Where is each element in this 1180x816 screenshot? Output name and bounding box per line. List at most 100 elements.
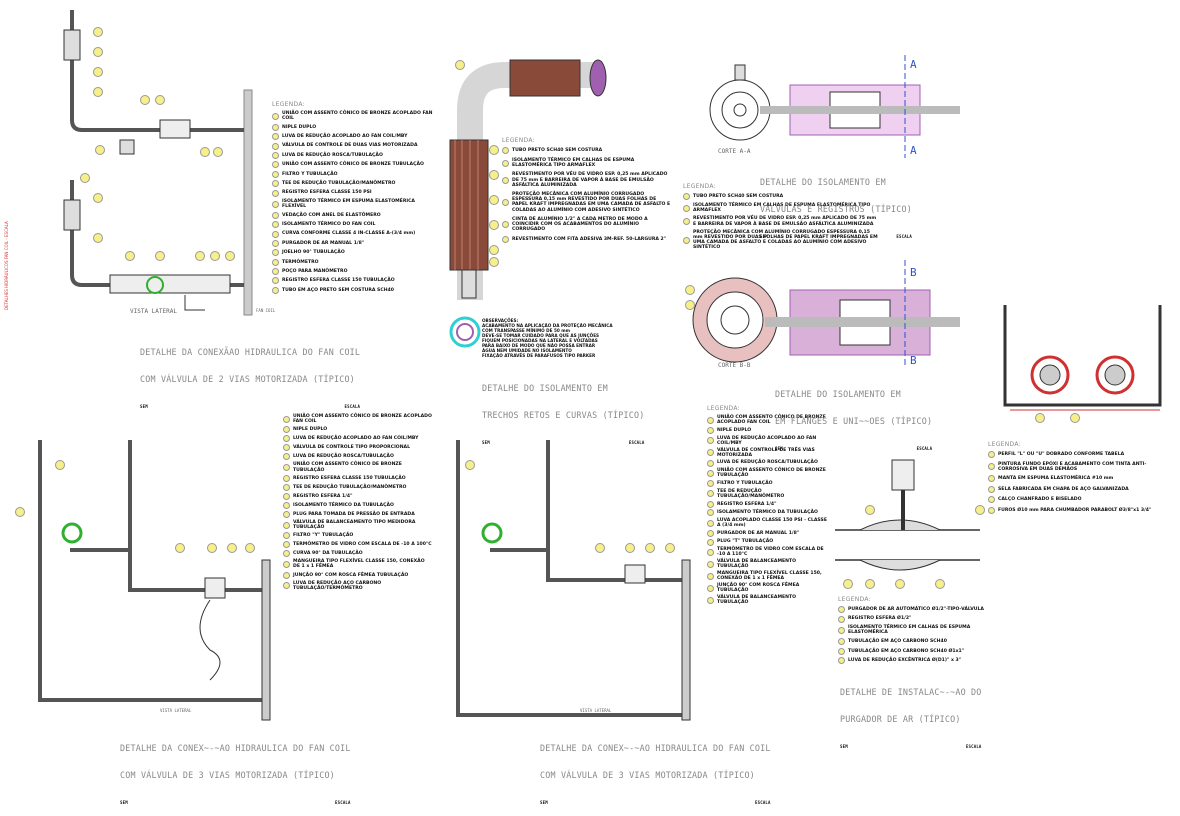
legend-item: FILTRO Y TUBULAÇÃO: [272, 170, 440, 178]
legend-item-text: POÇO PARA MANÔMETRO: [282, 268, 348, 274]
title-valves: DETALHE DO ISOLAMENTO EM VÁLVULAS E REGI…: [760, 160, 912, 250]
callout-bubble-icon: [175, 543, 185, 553]
callout-dot-icon: [272, 133, 279, 141]
legend-item: TERMÔMETRO DE VIDRO COM ESCALA DE -10 A …: [707, 547, 829, 557]
scale-none: SEM: [140, 404, 148, 409]
callout-dot-icon: [707, 560, 714, 568]
callout-bubble-icon: [93, 87, 103, 97]
air-vent-diagram: [835, 459, 980, 571]
legend-item-text: VEDAÇÃO COM ANEL DE ELASTÔMERO: [282, 212, 381, 218]
callout-bubble-icon: [227, 543, 237, 553]
callout-dot-icon: [272, 189, 279, 197]
title-line-2: PURGADOR DE AR (TÍPICO): [840, 714, 961, 724]
callout-dot-icon: [272, 258, 279, 266]
legend-item-text: LUVA DE REDUÇÃO ROSCA/TUBULAÇÃO: [717, 460, 818, 466]
callout-bubble-icon: [213, 147, 223, 157]
callout-dot-icon: [283, 532, 290, 540]
legend-item-text: CINTA DE ALUMÍNIO 1/2" A CADA METRO DE M…: [512, 216, 648, 233]
callout-dot-icon: [283, 415, 290, 423]
callout-dot-icon: [283, 426, 290, 434]
legend-item: ISOLAMENTO TÉRMICO EM CALHAS DE ESPUMA E…: [502, 158, 672, 168]
title-line-1: DETALHE DO ISOLAMENTO EM: [760, 177, 886, 187]
legend-item: PINTURA FUNDO EPÓXI E ACABAMENTO COM TIN…: [988, 462, 1173, 472]
callout-markers: [15, 27, 1080, 589]
callout-dot-icon: [707, 459, 714, 467]
callout-bubble-icon: [625, 543, 635, 553]
legend-item-text: FUROS Ø10 mm PARA CHUMBADOR PARABOLT Ø3/…: [998, 507, 1152, 513]
callout-bubble-icon: [200, 147, 210, 157]
legend-item: VÁLVULA DE BALANCEAMENTO TUBULAÇÃO: [707, 559, 829, 569]
callout-dot-icon: [272, 230, 279, 238]
flange-insulation-diagram: [692, 260, 960, 366]
callout-bubble-icon: [1070, 413, 1080, 423]
legend-item: TUBULAÇÃO EM AÇO CARBONO SCH40 Ø1x1": [838, 647, 1008, 655]
legend-item-text: REGISTRO ESFERA Ø1/2": [848, 616, 912, 622]
cad-drawing: [38, 10, 1162, 721]
callout-bubble-icon: [489, 245, 499, 255]
callout-bubble-icon: [489, 257, 499, 267]
legend-item-text: PROTEÇÃO MECÂNICA COM ALUMÍNIO CORRUGADO…: [693, 229, 878, 251]
legend-item: LUVA DE REDUÇÃO ACOPLADO AO FAN COIL/MBY: [283, 435, 433, 443]
legend-item-text: REGISTRO ESFERA 1/4": [717, 501, 777, 507]
legend-item: TERMÔMETRO DE VIDRO COM ESCALA DE -10 A …: [283, 541, 433, 549]
callout-dot-icon: [272, 268, 279, 276]
legend-item-text: UNIÃO COM ASSENTO CÔNICO DE BRONZE TUBUL…: [717, 468, 826, 479]
legend-item-text: TEE DE REDUÇÃO TUBULAÇÃO/MANÔMETRO: [282, 181, 396, 187]
legend-item: NIPLE DUPLO: [272, 123, 440, 131]
callout-bubble-icon: [140, 95, 150, 105]
legend-item: PROTEÇÃO MECÂNICA COM ALUMÍNIO CORRUGADO…: [683, 230, 878, 251]
legend-item-text: TERMÔMETRO DE VIDRO COM ESCALA DE -10 A …: [293, 542, 432, 548]
legend-item: REGISTRO ESFERA CLASSE 150 PSI: [272, 189, 440, 197]
legend-item-text: TERMÔMETRO: [282, 259, 319, 265]
callout-bubble-icon: [93, 193, 103, 203]
legend-item-text: LUVA DE REDUÇÃO EXCÊNTRICA Ø(D1)" x 3": [848, 658, 962, 664]
callout-dot-icon: [283, 483, 290, 491]
label-side-view: VISTA LATERAL: [130, 308, 177, 315]
legend-item: TEE DE REDUÇÃO TUBULAÇÃO/MANÔMETRO: [707, 489, 829, 499]
legend-item-text: PINTURA FUNDO EPÓXI E ACABAMENTO COM TIN…: [998, 461, 1147, 472]
callout-dot-icon: [502, 198, 509, 206]
callout-dot-icon: [272, 151, 279, 159]
legend-fan-coil-3-way-right: LEGENDA:UNIÃO COM ASSENTO CÔNICO DE BRON…: [707, 405, 829, 607]
title-line-1: DETALHE DA CONEX~-~AO HIDRAULICA DO FAN …: [120, 743, 351, 753]
legend-item: VÁLVULA DE CONTROLE TIPO PROPORCIONAL: [283, 444, 433, 452]
legend-item: PURGADOR DE AR MANUAL 1/8": [272, 239, 440, 247]
legend-item: LUVA DE REDUÇÃO AÇO CARBONO TUBULAÇÃO/TE…: [283, 581, 433, 591]
callout-bubble-icon: [895, 579, 905, 589]
callout-dot-icon: [272, 142, 279, 150]
callout-dot-icon: [707, 548, 714, 556]
callout-dot-icon: [988, 485, 995, 493]
label-side-view-2: VISTA LATERAL: [160, 708, 192, 713]
scale-label: ESCALA: [916, 446, 933, 451]
legend-item-text: VÁLVULA DE BALANCEAMENTO TUBULAÇÃO: [717, 595, 797, 606]
callout-bubble-icon: [80, 173, 90, 183]
title-flanges: DETALHE DO ISOLAMENTO EM EM FLANGES E UN…: [775, 372, 932, 462]
legend-item: CALÇO CHANFRADO E BISELADO: [988, 496, 1173, 504]
callout-bubble-icon: [489, 195, 499, 205]
legend-item: UNIÃO COM ASSENTO CÔNICO DE BRONZE TUBUL…: [283, 462, 433, 473]
callout-dot-icon: [283, 510, 290, 518]
legend-item-text: PERFIL "L" OU "U" DOBRADO CONFORME TABEL…: [998, 451, 1125, 457]
legend-item: MANGUEIRA TIPO FLEXÍVEL CLASSE 150, CONE…: [283, 559, 433, 569]
fan-coil-wall: [243, 89, 253, 316]
legend-item-text: LUVA DE REDUÇÃO AÇO CARBONO TUBULAÇÃO/TE…: [293, 580, 382, 591]
title-line-1: DETALHE DA CONEX~-~AO HIDRAULICA DO FAN …: [540, 743, 771, 753]
legend-item-text: PURGADOR DE AR MANUAL 1/8": [282, 240, 365, 246]
scale-none: SEM: [482, 440, 490, 445]
legend-item: REGISTRO ESFERA Ø1/2": [838, 615, 1008, 623]
callout-dot-icon: [707, 480, 714, 488]
callout-dot-icon: [707, 519, 714, 527]
legend-item: ISOLAMENTO TÉRMICO DO FAN COIL: [272, 221, 440, 229]
callout-bubble-icon: [685, 285, 695, 295]
callout-dot-icon: [683, 218, 690, 226]
legend-item-text: CALÇO CHANFRADO E BISELADO: [998, 497, 1082, 503]
legend-item: REGISTRO ESFERA 1/4": [283, 492, 433, 500]
callout-dot-icon: [283, 521, 290, 529]
legend-item: LUVA DE REDUÇÃO ROSCA/TUBULAÇÃO: [283, 453, 433, 461]
callout-dot-icon: [272, 277, 279, 285]
legend-item: CURVA 90° DA TUBULAÇÃO: [283, 550, 433, 558]
legend-header: LEGENDA:: [272, 101, 305, 108]
callout-dot-icon: [707, 416, 714, 424]
callout-bubble-icon: [93, 67, 103, 77]
